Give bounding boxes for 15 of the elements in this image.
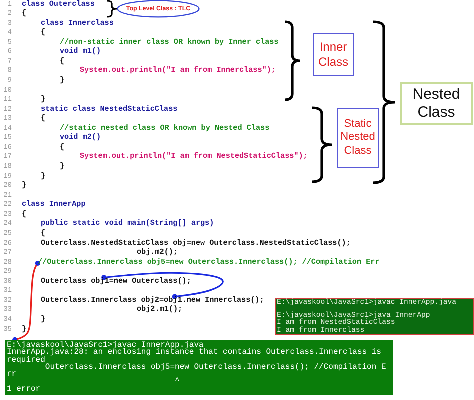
callout-box	[313, 33, 354, 76]
console-line: E:\javaskool\JavaSrc1>javac InnerApp.java	[7, 342, 204, 350]
console-panel	[5, 340, 393, 395]
console-line: 1 error	[7, 386, 42, 394]
callout-box	[400, 82, 473, 125]
console-line: InnerApp.java:28: an enclosing instance that contains Outerclass.Innerclass is required	[7, 349, 382, 364]
connector-line	[102, 272, 224, 300]
callout-label: Nested Class	[412, 86, 462, 122]
callout-label: Static Nested Class	[340, 118, 376, 158]
connector-line	[12, 260, 41, 343]
callout-label: Inner Class	[317, 40, 350, 69]
console-line: Outerclass.Innerclass obj5=new Outerclass.Innerclass(); //Compilation Err	[7, 364, 388, 378]
callout-box	[337, 108, 379, 168]
console-line: ^	[174, 378, 181, 386]
console-panel	[275, 298, 474, 335]
